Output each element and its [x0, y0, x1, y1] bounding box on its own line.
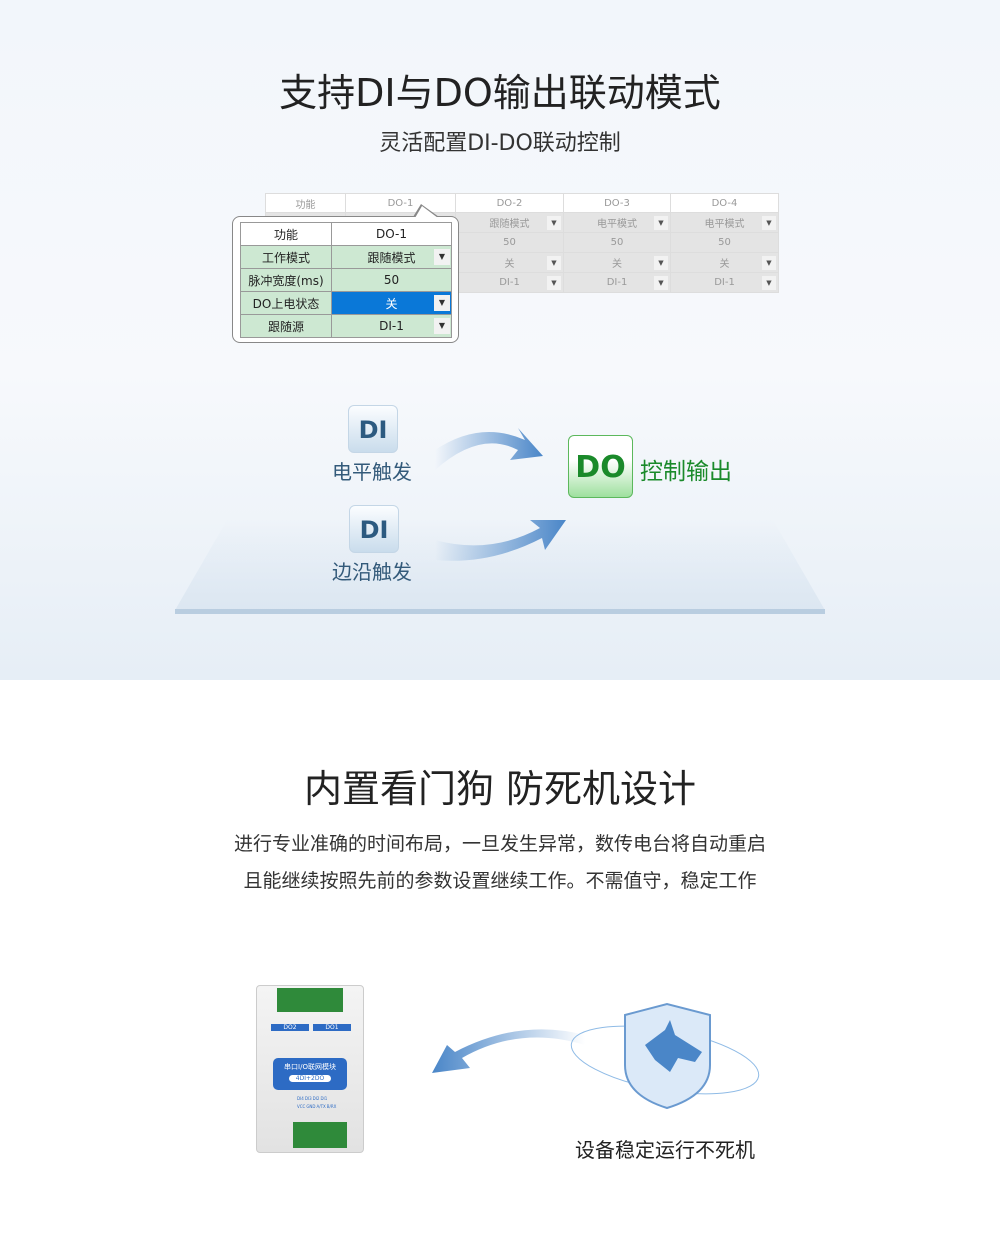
module-spec: 4DI+2DO	[289, 1075, 331, 1082]
bg-cell-value: 50	[610, 237, 624, 248]
vcc: VCC	[297, 1104, 306, 1109]
dropdown-arrow-icon[interactable]: ▼	[762, 256, 776, 270]
terminal-block-top	[277, 988, 343, 1012]
bg-cell: 关▼	[563, 252, 671, 273]
module-name: 串口I/O联网模块	[284, 1063, 336, 1071]
bg-cell-value: DI-1	[499, 277, 520, 288]
bg-cell-value: 50	[718, 237, 731, 248]
di2: DI2	[312, 1096, 320, 1101]
dog-icon	[645, 1020, 702, 1072]
gnd: GND	[306, 1104, 316, 1109]
config-value-select[interactable]: 50	[331, 268, 452, 292]
config-label: 脉冲宽度(ms)	[240, 268, 332, 292]
arrow-bottom	[435, 520, 566, 561]
config-row: 脉冲宽度(ms) 50	[240, 268, 452, 292]
di3: DI3	[304, 1096, 312, 1101]
di-label-level: 电平触发	[332, 460, 412, 484]
di-badge-level: DI	[348, 405, 398, 453]
config-row: 工作模式 跟随模式 ▼	[240, 245, 452, 269]
di4: DI4	[297, 1096, 304, 1101]
dropdown-arrow-icon[interactable]: ▼	[762, 276, 776, 290]
config-value: 跟随模式	[367, 250, 416, 265]
watchdog-graphic	[432, 1002, 760, 1110]
bg-cell-value: DI-1	[714, 277, 735, 288]
bg-cell: 50	[670, 232, 779, 253]
dropdown-arrow-icon[interactable]: ▼	[547, 276, 561, 290]
arrow-watchdog-icon	[432, 1029, 585, 1073]
arrow-top	[435, 428, 543, 470]
watchdog-desc-2: 且能继续按照先前的参数设置继续工作。不需值守，稳定工作	[243, 870, 757, 892]
bg-cell-value: 关	[719, 259, 730, 270]
bg-cell: 关▼	[670, 252, 779, 273]
atx: A/TX	[316, 1104, 326, 1109]
bg-cell-value: 关	[504, 259, 515, 270]
brx: B/RX	[326, 1104, 337, 1109]
dropdown-arrow-icon[interactable]: ▼	[547, 256, 561, 270]
do-badge: DO	[568, 435, 633, 498]
config-value: DI-1	[379, 319, 404, 333]
section-subtitle: 灵活配置DI-DO联动控制	[379, 131, 621, 156]
bg-cell-value: 关	[612, 259, 622, 270]
watchdog-title: 内置看门狗 防死机设计	[303, 767, 697, 811]
config-value-select[interactable]: DI-1 ▼	[331, 314, 452, 338]
dropdown-arrow-icon[interactable]: ▼	[654, 276, 668, 290]
relay-do1: DO1	[313, 1024, 351, 1031]
config-value-select[interactable]: 关▼	[331, 291, 452, 315]
bg-cell: DI-1 ▼	[455, 272, 564, 293]
dropdown-arrow-icon[interactable]: ▼	[547, 216, 561, 230]
relay-do2: DO2	[271, 1024, 309, 1031]
arrows	[435, 428, 566, 561]
bg-cell-value: 50	[503, 237, 516, 248]
bg-cell-value: 电平模式	[597, 219, 637, 230]
config-value-select[interactable]: 跟随模式 ▼	[331, 245, 452, 269]
floor-edge	[175, 609, 825, 614]
config-label: DO上电状态	[240, 291, 332, 315]
relay-labels: DO2 DO1	[271, 1024, 351, 1031]
bg-cell: 电平模式 ▼	[563, 212, 671, 233]
dropdown-arrow-icon[interactable]: ▼	[434, 249, 450, 265]
dropdown-arrow-icon[interactable]: ▼	[434, 318, 450, 334]
dropdown-arrow-icon[interactable]: ▼	[762, 216, 776, 230]
bg-cell: 50	[563, 232, 671, 253]
floor-platform	[175, 520, 825, 611]
do-label: 控制输出	[640, 459, 732, 485]
bg-cell-value: 跟随模式	[489, 219, 530, 230]
config-value: 关	[385, 296, 398, 311]
watchdog-desc-1: 进行专业准确的时间布局，一旦发生异常，数传电台将自动重启	[233, 833, 766, 855]
bg-cell: 50	[455, 232, 564, 253]
di-label-edge: 边沿触发	[332, 560, 412, 584]
terminal-block-bottom	[293, 1122, 347, 1148]
dropdown-arrow-icon[interactable]: ▼	[654, 216, 668, 230]
bg-cell: 跟随模式 ▼	[455, 212, 564, 233]
config-label: 工作模式	[240, 245, 332, 269]
bg-header-cell: DO-3	[563, 193, 671, 213]
watchdog-caption: 设备稳定运行不死机	[575, 1138, 755, 1162]
module-label: 串口I/O联网模块 4DI+2DO	[273, 1058, 347, 1090]
bg-cell-value: DI-1	[606, 277, 628, 288]
bg-cell: DI-1 ▼	[563, 272, 671, 293]
bg-header-cell: DO-4	[670, 193, 779, 213]
config-value: 50	[383, 273, 400, 287]
config-row: DO上电状态关▼	[240, 291, 452, 315]
popup-header-label: 功能	[240, 222, 332, 246]
section-title: 支持DI与DO输出联动模式	[279, 71, 721, 115]
di-badge-edge: DI	[349, 505, 399, 553]
di1: DI1	[320, 1096, 328, 1101]
dropdown-arrow-icon[interactable]: ▼	[434, 295, 450, 311]
popup-header-value: DO-1	[331, 222, 452, 246]
bg-cell-value: 电平模式	[704, 219, 745, 230]
dropdown-arrow-icon[interactable]: ▼	[654, 256, 668, 270]
bg-cell: DI-1 ▼	[670, 272, 779, 293]
